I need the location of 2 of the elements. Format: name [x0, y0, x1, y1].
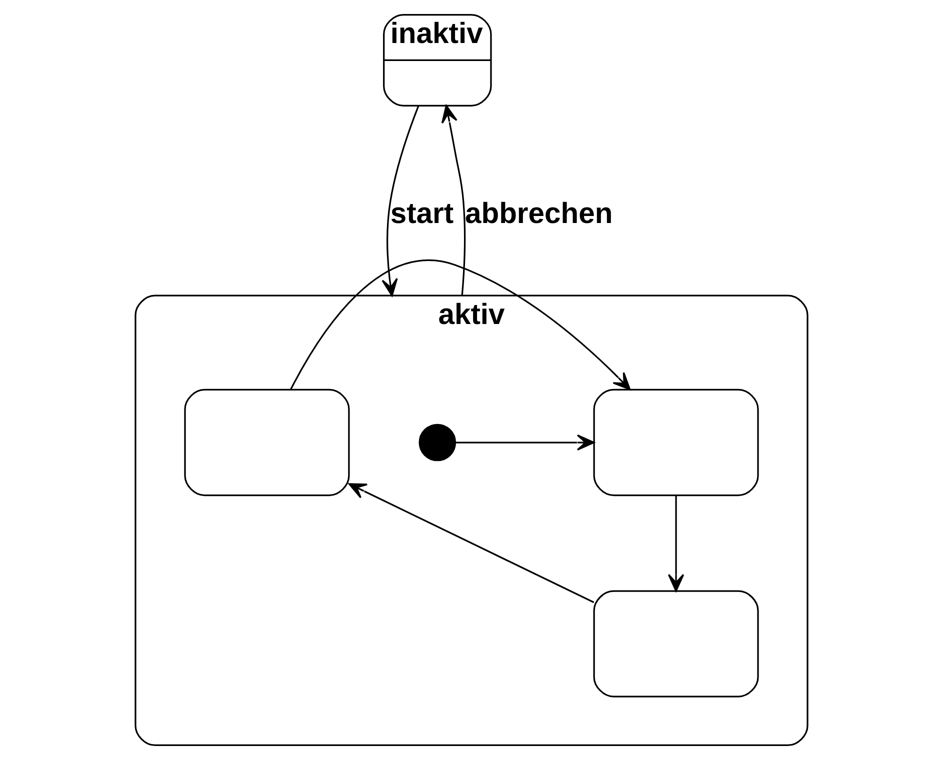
edge-label: start: [390, 198, 454, 230]
edge-label: abbrechen: [464, 198, 612, 230]
